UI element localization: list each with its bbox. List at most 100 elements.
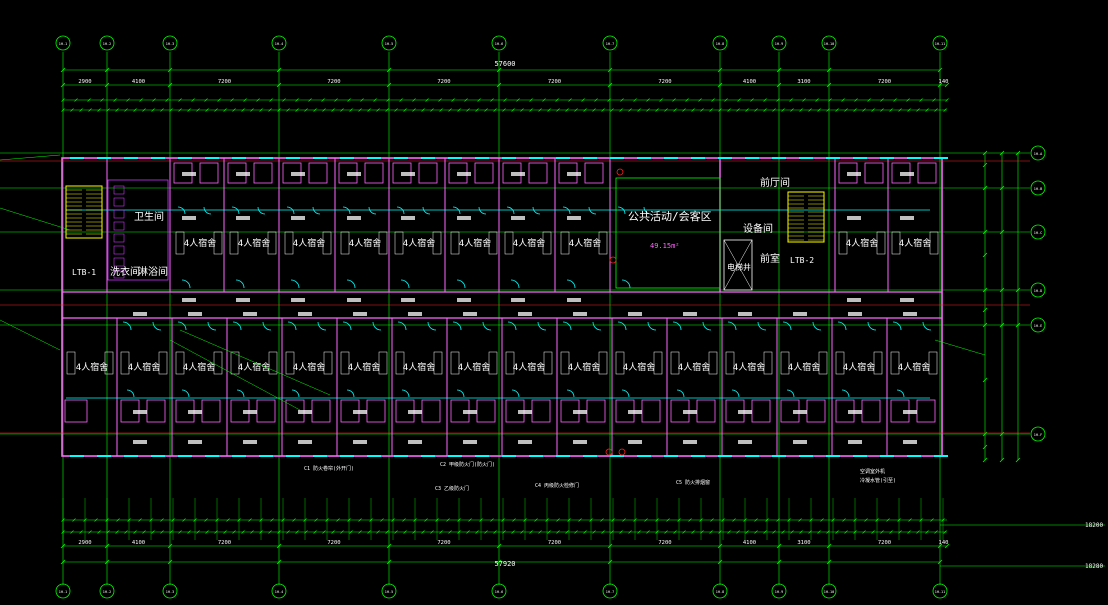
door-swing [592, 321, 602, 331]
dim-bot-fine-2-tick [862, 530, 866, 534]
dim-bot-spans-tick [104, 543, 110, 549]
dim-bot-fine-2-tick [268, 530, 272, 534]
door-swing [452, 206, 461, 215]
dorm-label: 4人宿舍 [238, 237, 270, 249]
note-right-1: 空调室外机 [860, 468, 885, 475]
bathroom-box [201, 399, 221, 423]
door-swing [372, 321, 382, 331]
bed [433, 351, 443, 375]
dim-top-spans-label: 4100 [743, 79, 756, 85]
equipment-label: 设备间 [743, 222, 773, 235]
dim-bot-fine-2-tick [178, 530, 182, 534]
dim-bot-fine-2-tick [187, 530, 191, 534]
bed [560, 231, 570, 255]
dim-bot-spans-tick [717, 543, 723, 549]
tag-text [738, 410, 752, 414]
dorm-label: 4人宿舍 [238, 361, 270, 373]
axis-bubble-label: 1H-6 [495, 590, 503, 594]
dim-top-fine-2-tick [358, 108, 362, 112]
dim-top-fine-2-tick [502, 108, 506, 112]
dim-top-spans-tick [386, 82, 392, 88]
dorm-label: 4人宿舍 [293, 237, 325, 249]
axis-bubble [821, 583, 837, 599]
dim-right-fine-tick [982, 307, 988, 313]
dorm-label: 4人宿舍 [128, 361, 160, 373]
dim-bot-fine-1-tick [468, 518, 472, 522]
axis-bubble-label: 1H-1 [59, 590, 67, 594]
toilet-label: 卫生间 [134, 210, 164, 223]
tag-text [291, 298, 305, 302]
dim-bot-fine-1-tick [490, 518, 494, 522]
door-swing [867, 321, 877, 331]
dim-right-total-tick [1015, 287, 1021, 293]
note-right-2: 冷凝水管(引至) [860, 477, 896, 484]
dim-bot-fine-2-tick [799, 530, 803, 534]
dim-top-fine-1-tick [256, 98, 260, 102]
tag-text [182, 172, 196, 176]
door-swing [427, 321, 437, 331]
dim-bot-spans-label: 7200 [437, 540, 450, 546]
dim-top-fine-2-tick [862, 108, 866, 112]
dim-top-spans-tick [944, 82, 950, 88]
dim-top-fine-2-tick [889, 108, 893, 112]
public-area-size: 49.15m² [650, 242, 680, 250]
toilet-stall [113, 245, 125, 255]
public-area-box [615, 177, 721, 289]
tag-text [683, 312, 697, 316]
bed [432, 231, 442, 255]
dim-bot-fine-2-tick [835, 530, 839, 534]
tag-text [188, 312, 202, 316]
dim-right-fine-tick [982, 431, 988, 437]
dim-bot-fine-2-tick [160, 530, 164, 534]
dim-bot-fine-2-tick [565, 530, 569, 534]
tag-text [243, 440, 257, 444]
bed [229, 231, 239, 255]
bed [598, 351, 608, 375]
tag-text [628, 312, 642, 316]
dim-top-spans-label: 7200 [658, 79, 671, 85]
tag-text [182, 298, 196, 302]
dim-top-fine-1-tick [841, 98, 845, 102]
axis-bubble [771, 35, 787, 51]
dim-bot-spans-tick [607, 543, 613, 549]
dim-bot-fine-2-tick [439, 530, 443, 534]
door-swing [702, 321, 712, 331]
dim-top-fine-2-tick [511, 108, 515, 112]
dim-top-fine-2-tick [655, 108, 659, 112]
dim-top-fine-1-tick [607, 98, 611, 102]
dorm-label: 4人宿舍 [623, 361, 655, 373]
dim-top-fine-1-tick [269, 98, 273, 102]
dim-top-fine-1-tick [230, 98, 234, 102]
dim-bot-fine-2-tick [880, 530, 884, 534]
door-swing [122, 321, 132, 331]
axis-bubble [1030, 224, 1046, 240]
dim-bot-spans-label: 7200 [327, 540, 340, 546]
dim-bot-fine-1-tick [556, 518, 560, 522]
dim-bot-fine-2-tick [790, 530, 794, 534]
dim-top-fine-2-tick [619, 108, 623, 112]
door-swing [757, 321, 767, 331]
bed [120, 351, 130, 375]
bed [615, 351, 625, 375]
dim-bot-fine-1-tick [336, 518, 340, 522]
tag-text [347, 298, 361, 302]
tag-text [457, 298, 471, 302]
door-swing [782, 321, 792, 331]
dim-top-fine-1-tick [74, 98, 78, 102]
tag-text [573, 312, 587, 316]
dim-bot-fine-2-tick [475, 530, 479, 534]
dim-bot-fine-1-tick [622, 518, 626, 522]
dim-bot-fine-2-tick [322, 530, 326, 534]
red-marker [605, 448, 613, 456]
dim-top-fine-2-tick [574, 108, 578, 112]
tag-text [133, 312, 147, 316]
bathroom-box [199, 162, 219, 184]
door-swing [672, 321, 682, 331]
tag-text [903, 312, 917, 316]
dim-bot-spans-tick [826, 543, 832, 549]
door-swing [181, 389, 190, 398]
dim-top-fine-1-tick [555, 98, 559, 102]
toilet-stall [113, 185, 125, 195]
dim-bot-fine-2-tick [232, 530, 236, 534]
